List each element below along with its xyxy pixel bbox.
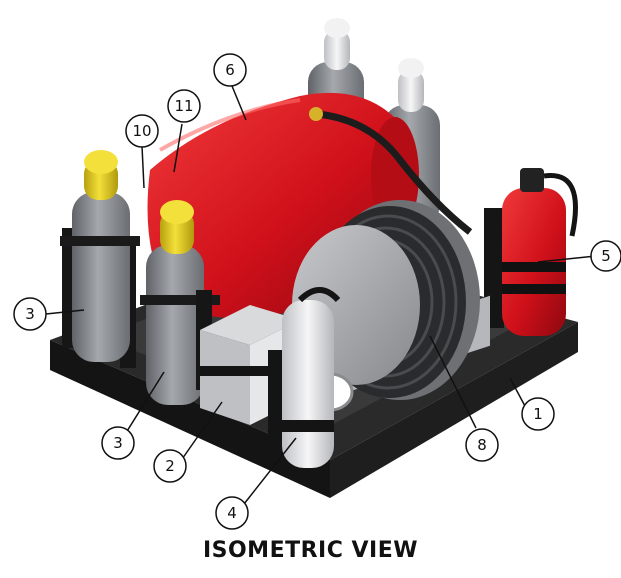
svg-text:3: 3 <box>113 434 123 452</box>
callout-6: 6 <box>213 53 247 87</box>
callout-4: 4 <box>215 496 249 530</box>
leader-lines <box>45 85 597 505</box>
svg-text:8: 8 <box>477 436 487 454</box>
callout-3-left: 3 <box>13 297 47 331</box>
hose-fitting <box>309 107 323 121</box>
callout-11: 11 <box>167 89 201 123</box>
callout-8: 8 <box>465 428 499 462</box>
hose-reel <box>292 200 490 412</box>
callout-2: 2 <box>153 449 187 483</box>
fire-extinguisher <box>484 168 578 336</box>
left-cylinder-rack <box>60 150 140 368</box>
tank-hose <box>317 110 473 235</box>
callout-3-bottom: 3 <box>101 426 135 460</box>
callout-10: 10 <box>125 114 159 148</box>
view-caption: ISOMETRIC VIEW <box>202 538 419 563</box>
svg-text:4: 4 <box>227 504 237 522</box>
callout-1: 1 <box>521 397 555 431</box>
svg-text:6: 6 <box>225 61 235 79</box>
svg-text:11: 11 <box>174 97 193 115</box>
svg-text:3: 3 <box>25 305 35 323</box>
svg-text:1: 1 <box>533 405 543 423</box>
svg-text:10: 10 <box>132 122 151 140</box>
svg-text:2: 2 <box>165 457 175 475</box>
svg-text:5: 5 <box>601 247 611 265</box>
callout-5: 5 <box>590 240 621 272</box>
white-canister <box>268 287 341 468</box>
